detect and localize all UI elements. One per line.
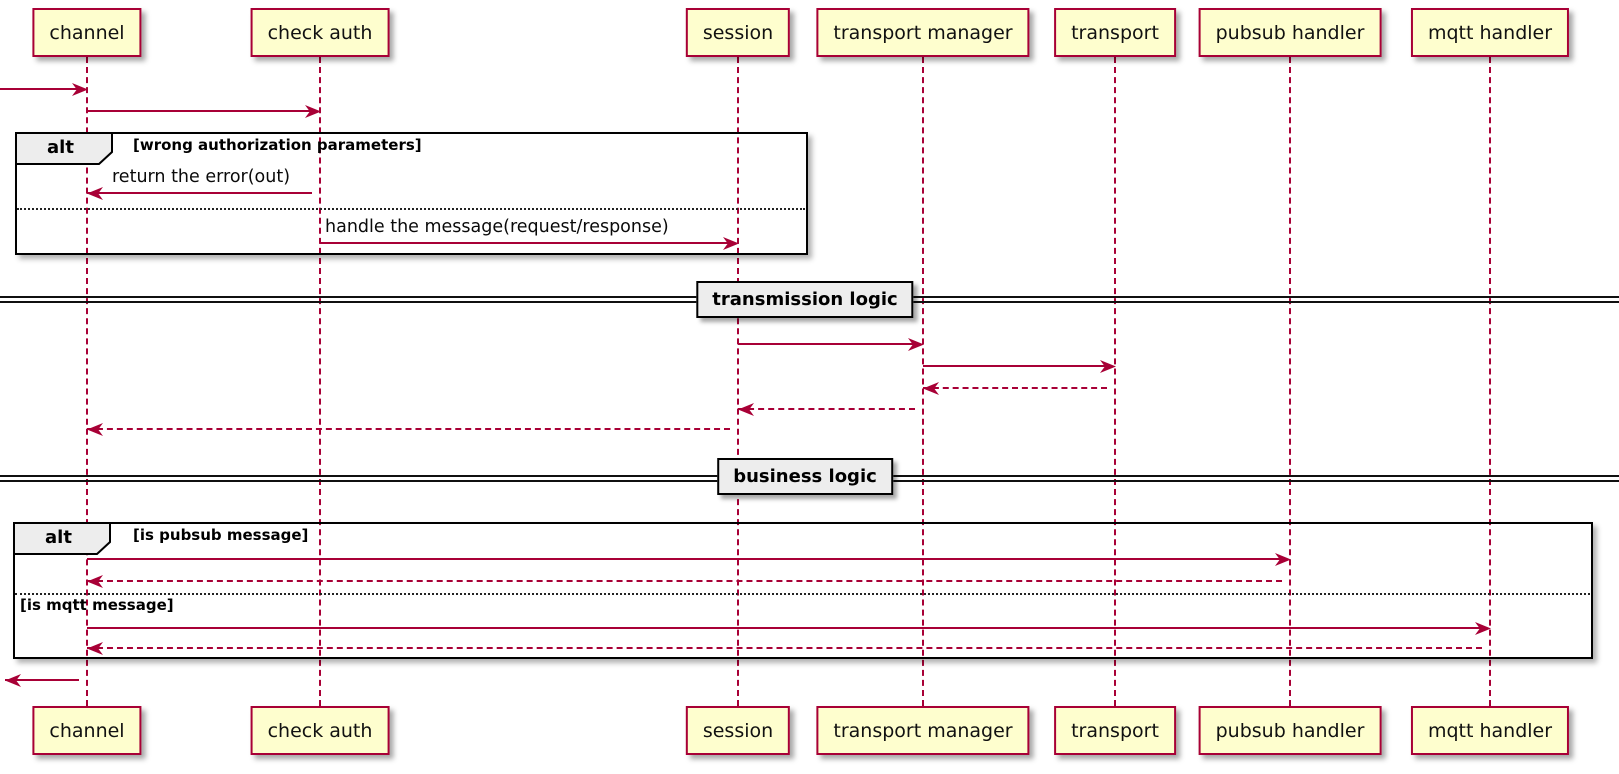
message-arrow-channel-to--outside- [5, 679, 79, 681]
message-arrow-session-to-channel [87, 428, 730, 430]
message-label: handle the message(request/response) [325, 217, 669, 237]
lifeline-pubsub-handler [1289, 57, 1291, 706]
message-arrow-mqtt-handler-to-channel [87, 647, 1482, 649]
message-arrow-check-auth-to-channel [87, 192, 312, 194]
message-arrow-channel-to-pubsub-handler [87, 558, 1282, 560]
participant-box-bottom-pubsub-handler: pubsub handler [1198, 706, 1382, 755]
participant-box-bottom-transport-manager: transport manager [816, 706, 1030, 755]
lifeline-session [737, 57, 739, 706]
separator-label-transmission-logic: transmission logic [696, 281, 914, 318]
message-arrow-session-to-transport-manager [738, 343, 915, 345]
message-arrow--outside--to-channel [0, 88, 79, 90]
guard-condition: [wrong authorization parameters] [133, 136, 422, 154]
participant-box-top-transport: transport [1054, 8, 1176, 57]
lifeline-transport-manager [922, 57, 924, 706]
lifeline-transport [1114, 57, 1116, 706]
participant-box-top-channel: channel [32, 8, 142, 57]
lifeline-channel [86, 57, 88, 706]
message-label: return the error(out) [112, 167, 291, 187]
participant-box-top-session: session [685, 8, 791, 57]
message-arrow-transport-to-transport-manager [923, 387, 1107, 389]
alt-frame-2 [13, 522, 1593, 659]
message-arrow-transport-manager-to-transport [923, 365, 1107, 367]
separator-label-business-logic: business logic [717, 458, 893, 495]
participant-box-top-transport-manager: transport manager [816, 8, 1030, 57]
lifeline-check-auth [319, 57, 321, 706]
participant-box-bottom-channel: channel [32, 706, 142, 755]
message-arrow-transport-manager-to-session [738, 408, 915, 410]
alt-operator-tab [15, 132, 114, 165]
participant-box-bottom-session: session [685, 706, 791, 755]
participant-box-bottom-mqtt-handler: mqtt handler [1410, 706, 1570, 755]
participant-box-top-pubsub-handler: pubsub handler [1198, 8, 1382, 57]
guard-condition: [is mqtt message] [20, 596, 174, 614]
lifeline-mqtt-handler [1489, 57, 1491, 706]
guard-condition: [is pubsub message] [133, 526, 309, 544]
participant-box-bottom-check-auth: check auth [250, 706, 390, 755]
alt-section-divider [15, 593, 1590, 595]
participant-box-top-check-auth: check auth [250, 8, 390, 57]
participant-box-top-mqtt-handler: mqtt handler [1410, 8, 1570, 57]
alt-operator-tab [13, 522, 112, 555]
message-arrow-channel-to-check-auth [87, 110, 312, 112]
message-arrow-pubsub-handler-to-channel [87, 580, 1282, 582]
message-arrow-channel-to-mqtt-handler [87, 627, 1482, 629]
participant-box-bottom-transport: transport [1054, 706, 1176, 755]
alt-frame-1 [15, 132, 808, 255]
alt-operator-label: alt [45, 527, 72, 548]
alt-operator-label: alt [47, 137, 74, 158]
alt-section-divider [17, 208, 805, 210]
message-arrow-check-auth-to-session [320, 242, 730, 244]
